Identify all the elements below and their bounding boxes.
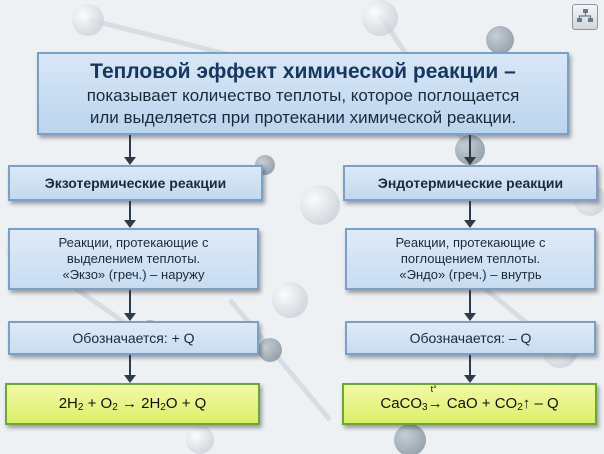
exo-description-line: Реакции, протекающие с <box>58 235 209 250</box>
exo-description: Реакции, протекающие с выделением теплот… <box>8 228 259 290</box>
eq-subscript: 2 <box>77 402 84 413</box>
eq-subscript: 2 <box>160 402 166 413</box>
reaction-arrow: → <box>427 395 443 412</box>
endo-heading: Эндотермические реакции <box>343 165 598 201</box>
definition-text-line-1: показывает количество теплоты, которое п… <box>86 85 520 105</box>
endo-description-line: «Эндо» (греч.) – внутрь <box>399 267 542 282</box>
eq-subscript: 3 <box>422 402 428 413</box>
endo-description: Реакции, протекающие с поглощением тепло… <box>345 228 596 290</box>
eq-part: + O <box>83 395 113 412</box>
endo-description-line: Реакции, протекающие с <box>395 235 546 250</box>
arrow-exo-desc-to-sign <box>124 290 136 321</box>
home-navigation-icon[interactable] <box>572 4 598 30</box>
endo-sign: Обозначается: – Q <box>345 321 596 355</box>
temperature-condition: t° <box>430 384 437 394</box>
exo-description-line: «Экзо» (греч.) – наружу <box>62 267 205 282</box>
arrow-endo-desc-to-sign <box>464 290 476 321</box>
definition-box: Тепловой эффект химической реакции – пок… <box>37 52 569 135</box>
arrow-title-to-endo <box>464 135 476 165</box>
arrow-exo-heading-to-desc <box>124 201 136 228</box>
eq-subscript: 2 <box>112 402 118 413</box>
eq-subscript: 2 <box>517 402 523 413</box>
endo-description-line: поглощением теплоты. <box>400 251 541 266</box>
eq-part: O + Q <box>165 395 207 412</box>
exo-description-line: выделением теплоты. <box>66 251 201 266</box>
arrow-exo-sign-to-equation <box>124 355 136 383</box>
arrow-title-to-exo <box>124 135 136 165</box>
arrow-endo-heading-to-desc <box>464 201 476 228</box>
definition-text-line-2: или выделяется при протекании химической… <box>89 107 517 127</box>
reaction-condition: t°→ <box>427 384 443 412</box>
eq-part: → 2H <box>117 395 161 412</box>
exo-heading: Экзотермические реакции <box>8 165 263 201</box>
eq-part: 2H <box>58 395 78 412</box>
exo-equation: 2H2 + O2 → 2H2O + Q <box>5 383 260 425</box>
eq-part: CaCO <box>380 395 423 412</box>
eq-part: CaO + CO <box>442 395 518 412</box>
arrow-endo-sign-to-equation <box>464 355 476 383</box>
definition-title: Тепловой эффект химической реакции – <box>90 59 516 83</box>
exo-equation-text: 2H2 + O2 → 2H2O + Q <box>59 395 207 413</box>
eq-part: ↑ – Q <box>522 395 559 412</box>
exo-sign: Обозначается: + Q <box>8 321 259 355</box>
